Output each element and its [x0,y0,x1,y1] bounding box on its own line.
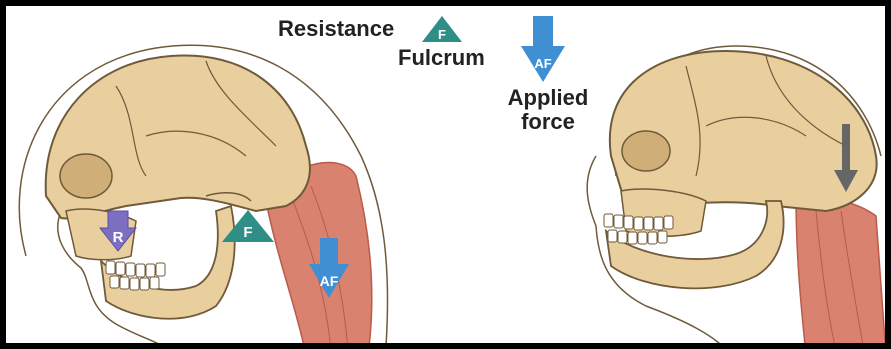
right-neck-muscle [796,196,886,349]
fulcrum-symbol: F [243,224,252,241]
left-head: R F AF [19,45,387,349]
applied-label-line1: Applied [498,86,598,110]
right-teeth [604,214,673,244]
resistance-label: Resistance [278,17,394,41]
left-orbit [60,154,112,198]
fulcrum-label: Fulcrum [398,46,485,70]
resistance-symbol: R [113,229,124,246]
right-head [587,46,886,349]
legend-applied-symbol: AF [534,56,551,71]
legend-fulcrum-symbol: F [438,27,446,42]
right-orbit [622,131,670,171]
left-teeth [106,261,165,290]
applied-force-label: Applied force [498,86,598,134]
applied-force-symbol: AF [320,273,339,289]
applied-label-line2: force [498,110,598,134]
legend-applied-arrow [521,16,565,82]
